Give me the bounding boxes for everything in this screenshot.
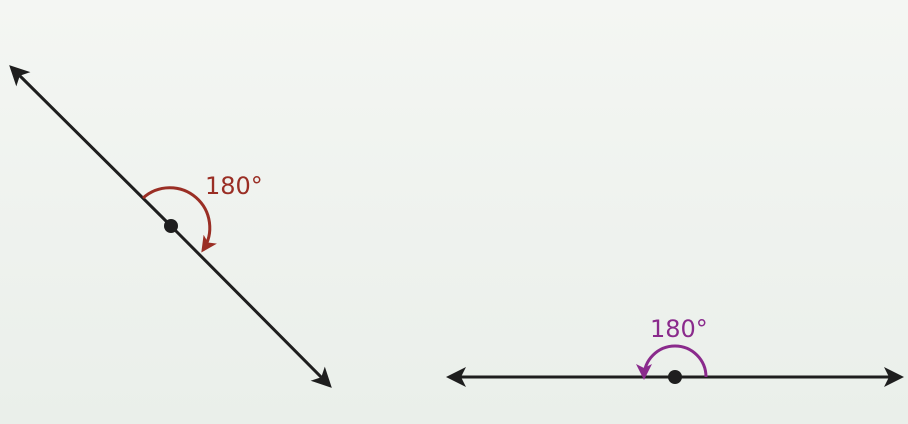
left-straight-angle: 180° <box>9 65 332 388</box>
left-diagonal-line <box>9 65 173 228</box>
left-angle-arc <box>141 186 217 253</box>
right-straight-angle: 180° <box>446 315 904 387</box>
right-angle-label: 180° <box>650 315 708 343</box>
left-diagonal-line <box>169 224 332 388</box>
right-angle-arc <box>636 344 708 380</box>
right-vertex-point <box>668 370 682 384</box>
left-angle-label: 180° <box>205 172 263 200</box>
left-vertex-point <box>164 219 178 233</box>
